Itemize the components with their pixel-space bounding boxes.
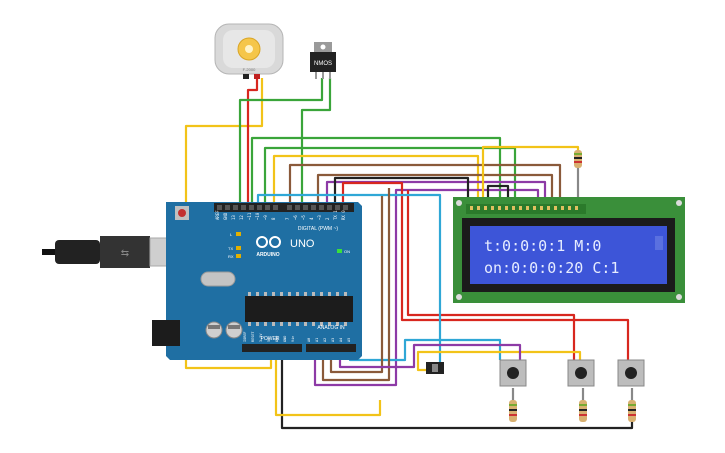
nmos-label: NMOS <box>314 61 332 67</box>
pin-label: 12 <box>239 215 244 220</box>
wire-black-3[interactable] <box>486 184 510 205</box>
wire-yellow-btn-2[interactable] <box>274 345 382 417</box>
wire-green-nmos-b[interactable] <box>300 78 332 212</box>
pushbutton-2[interactable] <box>567 359 595 387</box>
arduino-brand: ARDUINO <box>256 252 279 258</box>
wire-green-lcd-2[interactable] <box>263 146 517 212</box>
pin-label: GND <box>275 336 279 342</box>
digital-header-label: DIGITAL (PWM ~) <box>298 226 338 232</box>
arduino-logo: ARDUINO <box>256 236 281 258</box>
pin-label: 2 <box>325 217 330 220</box>
pin-label: GND <box>223 212 228 220</box>
wire-red-motor[interactable] <box>246 78 259 212</box>
pin-label: Vin <box>291 336 295 342</box>
rx-led <box>236 254 241 258</box>
lcd-cursor-block <box>655 236 663 250</box>
tx-led <box>236 246 241 250</box>
wire-yellow-lcd-2[interactable] <box>481 145 580 205</box>
wire-red-2[interactable] <box>341 181 630 360</box>
pin-label: 8 <box>271 217 276 220</box>
nmos-transistor[interactable]: NMOS <box>310 42 336 79</box>
wire-green-lcd-1[interactable] <box>250 136 502 212</box>
pin-label: AREF <box>215 210 220 220</box>
crystal <box>200 271 236 287</box>
wire-brown-3[interactable] <box>321 188 391 382</box>
wire-purple-3[interactable] <box>338 343 522 369</box>
pin-label: ~3 <box>317 215 322 220</box>
pin-label: ~6 <box>293 215 298 220</box>
pin-label: A3 <box>331 338 335 342</box>
lcd-line-1: t:0:0:0:1 M:0 <box>484 237 601 255</box>
pin-label: A4 <box>339 338 343 342</box>
atmega-chip <box>245 296 353 322</box>
lcd-16x2[interactable]: t:0:0:0:1 M:0 on:0:0:0:20 C:1 <box>453 197 685 303</box>
wire-brown-1[interactable] <box>288 163 562 212</box>
power-header-label: POWER <box>261 336 280 342</box>
pin-label: GND <box>283 336 287 342</box>
wire-brown-2[interactable] <box>316 173 554 212</box>
pin-label: IOREF <box>243 331 247 342</box>
digital-header[interactable] <box>214 203 354 212</box>
pin-label: A1 <box>315 338 319 342</box>
wire-purple-2[interactable] <box>313 188 540 387</box>
pin-label: TX 1 <box>333 210 338 220</box>
pin-label: 3.3V <box>259 333 263 342</box>
lcd-resistor[interactable] <box>574 150 582 168</box>
lcd-screen <box>470 226 667 284</box>
pin-label: 13 <box>231 215 236 220</box>
analog-header[interactable] <box>306 344 356 352</box>
power-jack[interactable] <box>152 320 180 346</box>
pin-label: ~10 <box>255 212 260 220</box>
wire-blue-2[interactable] <box>348 338 502 362</box>
wire-purple-1[interactable] <box>325 180 547 212</box>
usb-icon: ⇆ <box>121 248 129 259</box>
wire-yellow-lcd[interactable] <box>272 154 480 212</box>
usb-cable[interactable]: ⇆ <box>42 236 173 268</box>
pin-label: A0 <box>307 338 311 342</box>
pin-label: 5V <box>267 337 271 342</box>
pin-label: A2 <box>323 338 327 342</box>
pin-label: 4 <box>309 217 314 220</box>
on-led-label: ON <box>344 249 350 254</box>
capacitor <box>225 321 243 339</box>
motor-terminal-black[interactable] <box>243 74 249 79</box>
pin-label: ~5 <box>301 215 306 220</box>
pin-label: ~11 <box>247 212 252 220</box>
rx-led-label: RX <box>228 254 234 259</box>
capacitor <box>205 321 223 339</box>
wire-red-3[interactable] <box>406 190 576 360</box>
arduino-uno-board[interactable]: AREF GND 13 12 ~11 ~10 ~9 8 7 ~6 ~5 4 ~3… <box>152 202 362 360</box>
lcd-line-2: on:0:0:0:20 C:1 <box>484 259 619 277</box>
on-led <box>337 249 342 253</box>
pin-label: RESET <box>251 331 255 342</box>
power-header[interactable] <box>242 344 302 352</box>
l-led-label: L <box>230 232 233 237</box>
wire-yellow-btn-1[interactable] <box>416 350 582 372</box>
dc-motor[interactable]: F-2000 <box>214 23 284 79</box>
pushbutton-1[interactable] <box>499 359 527 387</box>
motor-terminal-red[interactable] <box>254 74 260 79</box>
pin-label: 7 <box>285 217 290 220</box>
slide-switch[interactable] <box>426 362 444 374</box>
pin-label: RX 0 <box>341 210 346 220</box>
l-led <box>236 232 241 236</box>
pushbutton-3[interactable] <box>617 359 645 387</box>
pin-label: ~9 <box>263 215 268 220</box>
wire-green-nmos[interactable] <box>238 78 324 212</box>
tx-led-label: TX <box>228 246 233 251</box>
resistor-3[interactable] <box>628 400 636 422</box>
motor-label: F-2000 <box>243 67 256 72</box>
arduino-model: UNO <box>290 238 315 250</box>
analog-header-label: ANALOG IN <box>317 325 345 331</box>
resistor-1[interactable] <box>509 400 517 422</box>
resistor-2[interactable] <box>579 400 587 422</box>
pin-label: A5 <box>347 338 351 342</box>
